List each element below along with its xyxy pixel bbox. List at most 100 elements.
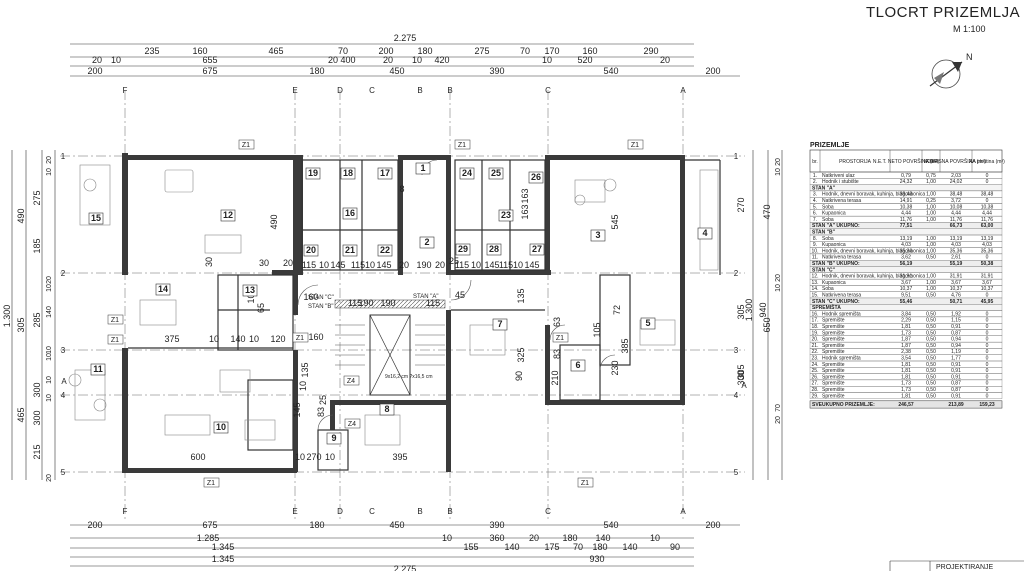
dim-interior: 190 (358, 298, 373, 308)
dim-bottom-row2: 10 (442, 533, 452, 543)
table-row-cell: 0,91 (951, 324, 961, 330)
dim-bottom-row3: 140 (504, 542, 519, 552)
table-row-cell: 11,76 (950, 217, 962, 223)
table-row-cell: 2,38 (901, 349, 911, 355)
dim-left-col3: 20 (46, 156, 53, 164)
dim-left-col3: 10 (46, 394, 53, 402)
dim-right-col3: 300 (736, 370, 746, 385)
dim-interior: 375 (164, 334, 179, 344)
title-block: PROJEKTIRANJE (889, 560, 1024, 571)
table-row-cell: 1,00 (926, 280, 936, 286)
dim-left-col2: 300 (32, 382, 42, 397)
zone-tag: Z1 (556, 335, 564, 342)
table-row-cell: 0,50 (926, 318, 936, 324)
table-row-cell: 2,29 (901, 318, 911, 324)
table-row-cell: 1,81 (901, 368, 911, 374)
table-row-cell: 0 (986, 343, 989, 349)
dim-interior: 20 (283, 258, 293, 268)
table-row-cell: 6. (813, 211, 817, 217)
table-row-cell: 0 (986, 318, 989, 324)
table-row-cell: 31,91 (981, 274, 994, 280)
dim-bottom-row3: 140 (622, 542, 637, 552)
axis-row-label: 1 (61, 152, 66, 161)
room-number: 9 (331, 433, 336, 443)
dim-top-row1: 160 (582, 46, 597, 56)
room-number: 15 (91, 213, 101, 223)
room-number-box (640, 317, 656, 330)
zone-tag-box (343, 375, 360, 386)
table-row-cell: Hodnik, dnevni boravak, kuhinja, blagova… (822, 274, 925, 280)
dim-top-row2: 655 (202, 55, 217, 65)
table-row-cell: 3,67 (982, 280, 992, 286)
dim-interior: 600 (190, 452, 205, 462)
dim-bottom-row1: 200 (87, 520, 102, 530)
table-row-cell: 25. (812, 368, 819, 374)
table-row-cell: 13,19 (950, 236, 963, 242)
table-row-cell: 0,50 (926, 374, 936, 380)
dim-top-row1: 275 (474, 46, 489, 56)
dim-interior: 163 (520, 188, 530, 203)
dim-interior: 30 (204, 257, 214, 267)
dim-interior: 83 (316, 407, 326, 417)
table-row-cell: 1,00 (926, 242, 936, 248)
dim-bottom-row1: 390 (489, 520, 504, 530)
dim-bottom-row4: 1.345 (212, 554, 235, 564)
dim-top-row3: 200 (705, 66, 720, 76)
dim-bottom-row3: 1.345 (212, 542, 235, 552)
table-row-cell: 0,91 (951, 362, 961, 368)
dim-bottom-row1: 200 (705, 520, 720, 530)
table-row-cell: 31,91 (900, 274, 913, 280)
table-row-cell: 0 (986, 362, 989, 368)
dim-interior: 10 (513, 260, 523, 270)
table-row-cell: 1. (813, 173, 817, 179)
table-row-cell: 12. (812, 274, 819, 280)
table-grand-total-value: 159,23 (979, 402, 995, 408)
axis-column-label: B (447, 86, 452, 95)
table-total-value: 55,19 (950, 261, 963, 267)
room-number-box (242, 284, 258, 297)
table-row-cell: 1,87 (901, 337, 911, 343)
dim-interior: 105 (592, 322, 602, 337)
table-row-cell: Spremište (822, 349, 845, 355)
table-row-cell: 7. (813, 217, 817, 223)
table-row-cell: Spremište (822, 368, 845, 374)
dim-interior: 135 (300, 362, 310, 377)
room-number-box (379, 403, 395, 416)
table-row-cell: Soba (822, 217, 834, 223)
dim-interior: 10 (249, 334, 259, 344)
table-row-cell: 0,50 (926, 293, 936, 299)
table-row-cell: 0 (986, 349, 989, 355)
zone-tag-box (107, 314, 124, 325)
dim-interior: 163 (520, 204, 530, 219)
stairwell (334, 299, 446, 396)
dim-top-row3: 675 (202, 66, 217, 76)
table-row-cell: 8. (813, 236, 817, 242)
table-row-cell: 4,44 (982, 211, 992, 217)
dim-top-row2: 420 (434, 55, 449, 65)
axis-row-label: 3 (734, 346, 739, 355)
table-total-value: 50,71 (950, 299, 963, 305)
zone-tag: Z1 (581, 480, 589, 487)
table-row-cell: 35,36 (900, 248, 913, 254)
zone-tag: Z1 (207, 480, 215, 487)
table-row-cell: 10,37 (950, 286, 963, 292)
table-row-cell: 4,03 (951, 242, 961, 248)
room-number-box (488, 167, 504, 180)
axis-column-label: B (417, 507, 422, 516)
table-row-cell: 0,75 (926, 173, 936, 179)
dim-interior: 120 (270, 334, 285, 344)
table-row-cell: 1,00 (926, 179, 936, 185)
zone-tag-box (203, 477, 220, 488)
table-row-cell: 24. (812, 362, 819, 368)
zone-tag-box (238, 139, 255, 150)
room-number-box (305, 167, 321, 180)
dim-interior: 145 (292, 402, 302, 417)
north-label: N (966, 52, 973, 62)
dim-interior: 45 (455, 290, 465, 300)
room-number: 1 (420, 163, 425, 173)
room-number-box (377, 244, 393, 257)
table-row-cell: 13. (812, 280, 819, 286)
